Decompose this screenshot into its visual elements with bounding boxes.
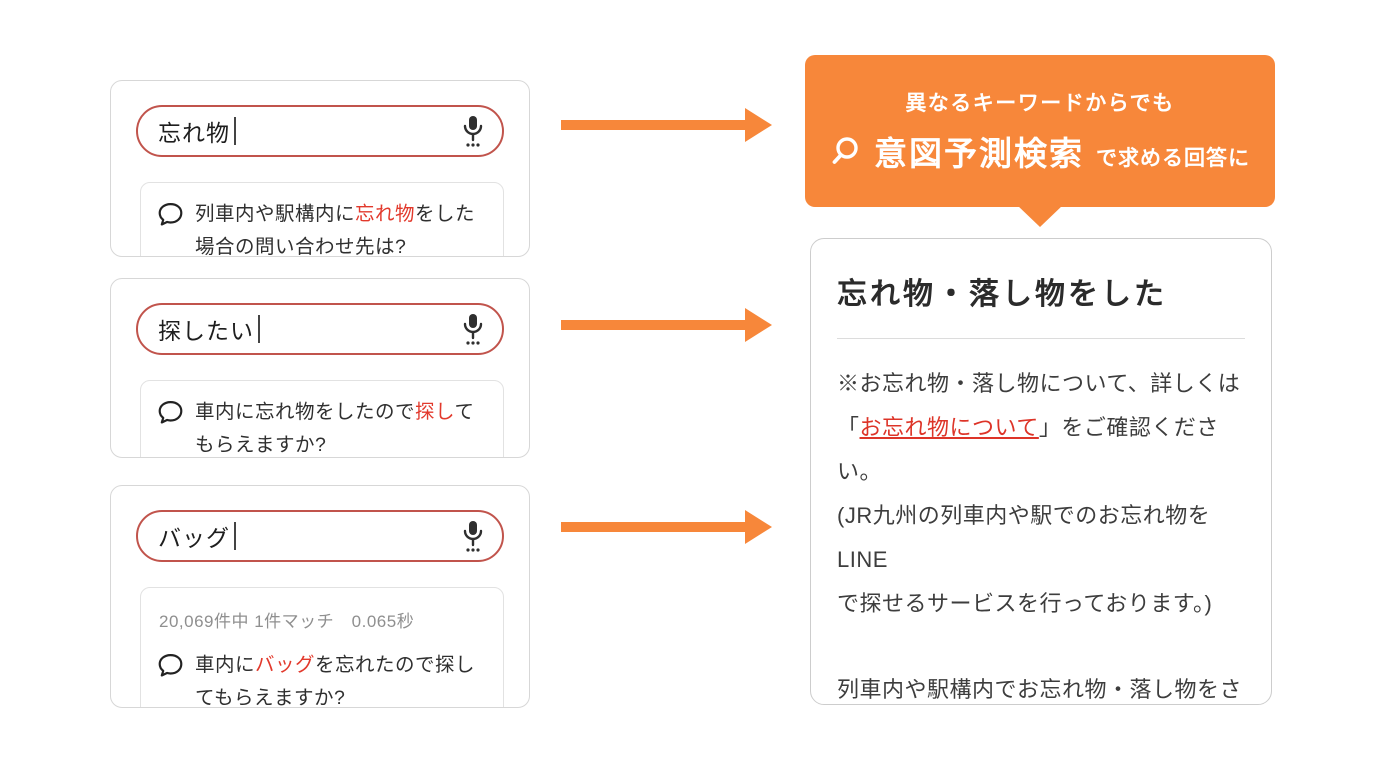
search-stats: 20,069件中 1件マッチ 0.065秒 <box>159 612 415 631</box>
callout-feature-title: 意図予測検索 <box>874 135 1084 172</box>
callout-heading: 異なるキーワードからでも <box>905 92 1175 115</box>
search-example-card-3: バッグ 20,069件中 1件マッチ 0.065秒 <box>110 485 530 708</box>
suggestion-text: 列車内や駅構内に忘れ物をした場合の問い合わせ先は? <box>195 198 487 257</box>
mic-icon[interactable] <box>460 114 486 148</box>
suggestion-text-post: てもらえますか? <box>195 401 475 456</box>
para2-line1: 列車内や駅構内でお忘れ物・落し物をされ <box>837 677 1243 702</box>
search-input[interactable]: 探したい <box>136 303 504 355</box>
text-cursor <box>234 117 236 145</box>
suggestion-highlight: バッグ <box>255 654 316 676</box>
flow-arrow-3 <box>561 510 773 544</box>
query-text: 探したい <box>158 318 254 344</box>
result-panel: 忘れ物・落し物をした ※お忘れ物・落し物について、詳しくは 「お忘れ物について」… <box>810 238 1272 705</box>
suggestion-box[interactable]: 列車内や駅構内に忘れ物をした場合の問い合わせ先は? <box>140 182 504 257</box>
suggestion-text-pre: 列車内や駅構内に <box>195 203 356 225</box>
result-title: 忘れ物・落し物をした <box>837 278 1167 311</box>
suggestion-box[interactable]: 20,069件中 1件マッチ 0.065秒 車内にバッグを忘れたので探してもらえ… <box>140 587 504 708</box>
suggestion-text-pre: 車内に忘れ物をしたので <box>195 401 416 423</box>
para1-line4: で探せるサービスを行っております。) <box>837 591 1213 616</box>
mic-icon[interactable] <box>460 312 486 346</box>
suggestion-text-post: をした場合の問い合わせ先は? <box>195 203 476 257</box>
search-icon <box>832 137 858 164</box>
para1-line2-pre: 「 <box>837 415 860 440</box>
para1-line2-post: 」をご確認ください。 <box>837 415 1219 484</box>
suggestion-box[interactable]: 車内に忘れ物をしたので探してもらえますか? <box>140 380 504 457</box>
para1-line3: (JR九州の列車内や駅でのお忘れ物をLINE <box>837 503 1211 572</box>
flow-arrow-1 <box>561 108 773 142</box>
callout-feature-suffix: で求める回答に <box>1096 147 1250 170</box>
suggestion-highlight: 忘れ物 <box>355 203 416 225</box>
divider <box>837 338 1245 339</box>
search-example-card-1: 忘れ物 列車内や駅構内に忘れ物をし <box>110 80 530 257</box>
flow-arrow-2 <box>561 308 773 342</box>
suggestion-highlight: 探し <box>415 401 455 423</box>
search-input[interactable]: バッグ <box>136 510 504 562</box>
result-paragraph-1: ※お忘れ物・落し物について、詳しくは 「お忘れ物について」をご確認ください。 (… <box>837 362 1245 626</box>
query-text: 忘れ物 <box>158 120 230 146</box>
chat-bubble-icon <box>157 198 184 256</box>
mic-icon[interactable] <box>460 519 486 553</box>
text-cursor <box>258 315 260 343</box>
suggestion-text-post: を忘れたので探してもらえますか? <box>195 654 476 708</box>
query-text: バッグ <box>158 525 230 551</box>
chat-bubble-icon <box>157 649 184 707</box>
callout-bubble: 異なるキーワードからでも 意図予測検索 で求める回答に <box>805 55 1275 207</box>
suggestion-text: 車内に忘れ物をしたので探してもらえますか? <box>195 396 487 457</box>
text-cursor <box>234 522 236 550</box>
suggestion-text: 車内にバッグを忘れたので探してもらえますか? <box>195 649 487 708</box>
search-input[interactable]: 忘れ物 <box>136 105 504 157</box>
callout-pointer <box>1017 205 1063 227</box>
suggestion-text-pre: 車内に <box>195 654 256 676</box>
para1-line1: ※お忘れ物・落し物について、詳しくは <box>837 371 1241 396</box>
search-example-card-2: 探したい 車内に忘れ物をしたので探 <box>110 278 530 458</box>
result-paragraph-2: 列車内や駅構内でお忘れ物・落し物をされ た場合は、最寄りの駅にてお知らせいただ … <box>837 668 1245 704</box>
result-link[interactable]: お忘れ物について <box>859 415 1039 440</box>
chat-bubble-icon <box>157 396 184 457</box>
